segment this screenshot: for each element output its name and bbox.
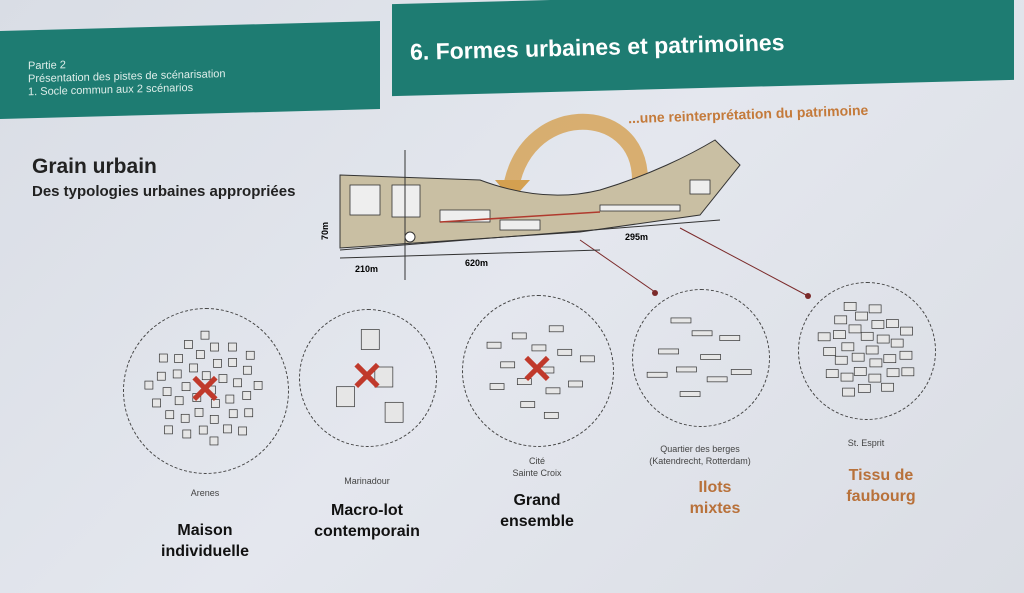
place-name: Cité — [528, 456, 545, 466]
heading: Grain urbain — [32, 155, 157, 178]
typology-label: Maison individuelle — [161, 520, 249, 562]
place-label: St. Esprit — [848, 437, 885, 449]
place-name: Quartier des berges — [660, 444, 740, 454]
typology-line-1: Macro-lot — [330, 502, 403, 519]
typology-line-1: Ilots — [698, 479, 732, 496]
typology-circle — [299, 309, 437, 447]
urban-block-pattern — [817, 302, 915, 397]
place-name: Arenes — [190, 488, 220, 498]
dim-c: 295m — [625, 232, 648, 242]
typology-line-1: Maison — [177, 522, 233, 539]
typology-circle — [798, 282, 936, 420]
typology-label: Grand ensemble — [500, 490, 574, 532]
typology-circle — [462, 295, 614, 447]
place-label: Marinadour — [344, 475, 390, 487]
typology-line-2: individuelle — [160, 543, 250, 560]
urban-block-pattern — [144, 330, 263, 446]
urban-block-pattern — [336, 329, 404, 423]
subheading: Des typologies urbaines appropriées — [32, 183, 296, 200]
urban-block-pattern — [646, 317, 752, 397]
typology-line-2: contemporain — [314, 523, 420, 540]
rejected-x-icon: ✕ — [188, 368, 222, 412]
place-name: St. Esprit — [847, 438, 885, 448]
place-name-2: Sainte Croix — [512, 468, 562, 478]
rejected-x-icon: ✕ — [520, 348, 554, 392]
typology-line-1: Grand — [513, 492, 561, 509]
typology-label: Ilots mixtes — [690, 477, 741, 519]
typology-line-2: ensemble — [500, 513, 574, 530]
place-label: Quartier des berges (Katendrecht, Rotterd… — [649, 443, 751, 467]
typology-label: Macro-lot contemporain — [314, 500, 420, 542]
typology-label: Tissu de faubourg — [846, 465, 915, 507]
dim-a: 210m — [355, 264, 378, 274]
place-name: Marinadour — [344, 476, 390, 486]
place-label: Arenes — [191, 487, 220, 499]
dim-height: 70m — [320, 222, 330, 240]
typology-line-1: Tissu de — [848, 467, 914, 484]
typology-line-2: mixtes — [689, 500, 741, 517]
place-name-2: (Katendrecht, Rotterdam) — [649, 456, 751, 466]
reinterpretation-arrow — [502, 113, 648, 197]
typology-circle — [123, 308, 289, 474]
urban-block-pattern — [486, 325, 595, 419]
rejected-x-icon: ✕ — [350, 355, 384, 399]
dim-b: 620m — [465, 258, 488, 268]
typology-line-2: faubourg — [846, 488, 916, 505]
typology-circle — [632, 289, 770, 427]
